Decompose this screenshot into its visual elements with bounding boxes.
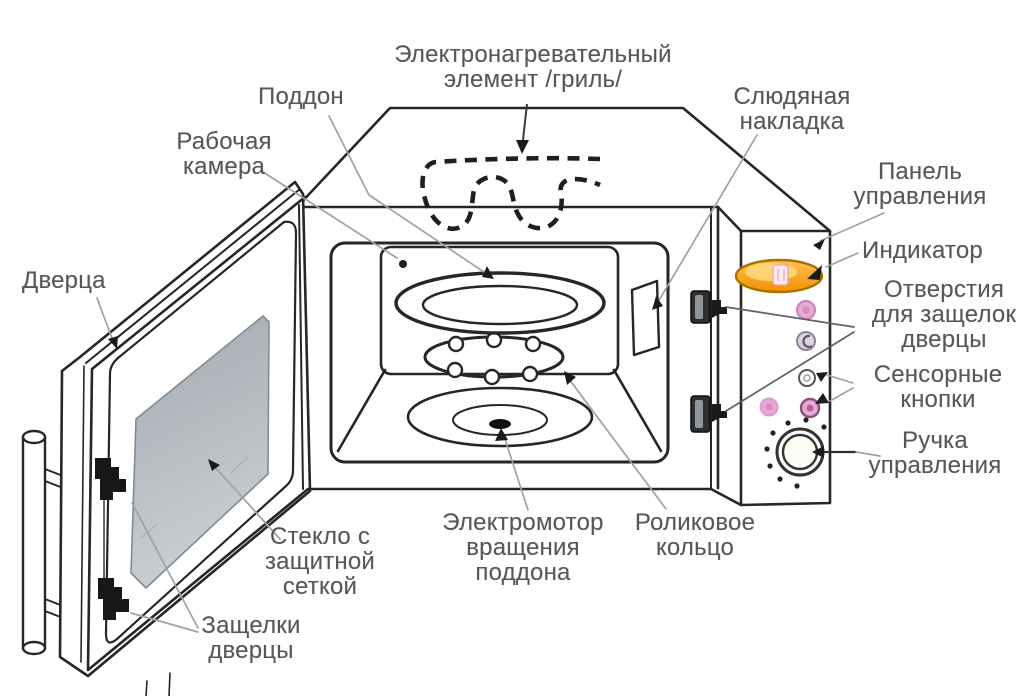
label-sensor-buttons: Сенсорные кнопки — [873, 361, 1003, 413]
heating-element-dashes — [420, 155, 601, 232]
latch-hole-arrowhead — [712, 404, 727, 422]
sensor-button-dot — [765, 403, 773, 411]
motor-coupling — [489, 419, 511, 429]
label-mica: Слюдяная накладка — [733, 83, 851, 135]
sensor-leader — [826, 374, 854, 384]
sensor-leader — [829, 387, 854, 402]
latch-hole-arrowhead — [712, 300, 727, 318]
door-inner-frame — [104, 220, 298, 644]
knob-arrowhead — [812, 446, 824, 458]
door-leader — [96, 297, 114, 342]
sensor-button-dot — [802, 306, 810, 314]
label-latch-holes: Отверстия для защелок дверцы — [871, 276, 1017, 353]
label-tray: Поддон — [258, 83, 344, 110]
roller-arrowhead — [564, 371, 576, 385]
indicator-display — [734, 258, 824, 294]
glass-leader — [214, 466, 281, 540]
tray-leader — [328, 115, 488, 275]
motor-leader — [503, 435, 529, 511]
leader-lines — [96, 103, 885, 633]
door-handle[interactable] — [21, 429, 64, 656]
door-glass — [130, 315, 270, 589]
latches-leader — [130, 612, 199, 633]
label-roller-ring: Роликовое кольцо — [634, 509, 756, 561]
label-glass: Стекло с защитной сеткой — [264, 523, 376, 600]
indicator-arrowhead — [807, 265, 822, 280]
glass-arrowhead — [208, 459, 220, 471]
sensor-arrowhead-up — [815, 393, 829, 404]
roller-leader — [568, 378, 667, 510]
roller-ring — [423, 331, 565, 386]
knob-leader — [855, 451, 881, 457]
panel-arrowhead — [813, 239, 825, 250]
label-door-latches: Защелки дверцы — [201, 612, 301, 664]
motor-arrowhead — [495, 428, 508, 441]
latch-holes-leader — [725, 331, 855, 412]
glass-tray — [394, 271, 606, 335]
heating-arrowhead — [516, 140, 529, 154]
door — [21, 180, 312, 696]
control-knob[interactable] — [764, 417, 856, 489]
mica-arrowhead — [652, 296, 663, 310]
door-latches — [95, 458, 129, 620]
panel-leader — [819, 212, 885, 242]
mica-plate — [630, 279, 661, 357]
mica-leader — [657, 134, 758, 303]
label-chamber: Рабочая камера — [176, 128, 272, 180]
sensor-button[interactable] — [796, 331, 816, 351]
chamber-leader — [262, 171, 398, 259]
label-indicator: Индикатор — [862, 237, 983, 264]
heating-arrow-line — [522, 103, 528, 141]
door-latch — [98, 578, 129, 620]
floor-recess — [406, 386, 594, 448]
chamber-wall-dot — [399, 260, 407, 268]
label-knob: Ручка управления — [868, 427, 1002, 479]
latches-leader — [131, 502, 199, 629]
control-panel — [734, 258, 856, 489]
label-door: Дверца — [22, 267, 106, 294]
label-motor: Электромотор вращения поддона — [442, 509, 604, 586]
sensor-button-dot — [803, 374, 811, 382]
door-latch-holes — [690, 290, 727, 433]
knob-scale-dots — [764, 417, 827, 489]
tray-arrowhead — [482, 266, 494, 279]
indicator-leader — [825, 252, 859, 268]
latch-holes-leader — [725, 306, 855, 328]
door-latch — [95, 458, 126, 500]
sensor-arrowhead-down — [816, 372, 828, 382]
sensor-button[interactable] — [798, 369, 816, 387]
label-heating-element: Электронагревательный элемент /гриль/ — [394, 41, 672, 93]
label-control-panel: Панель управления — [853, 158, 987, 210]
cooking-chamber — [329, 241, 670, 464]
sensor-button-dot — [806, 404, 814, 412]
door-arrowhead — [108, 336, 118, 349]
sensor-button-mark — [802, 334, 813, 348]
